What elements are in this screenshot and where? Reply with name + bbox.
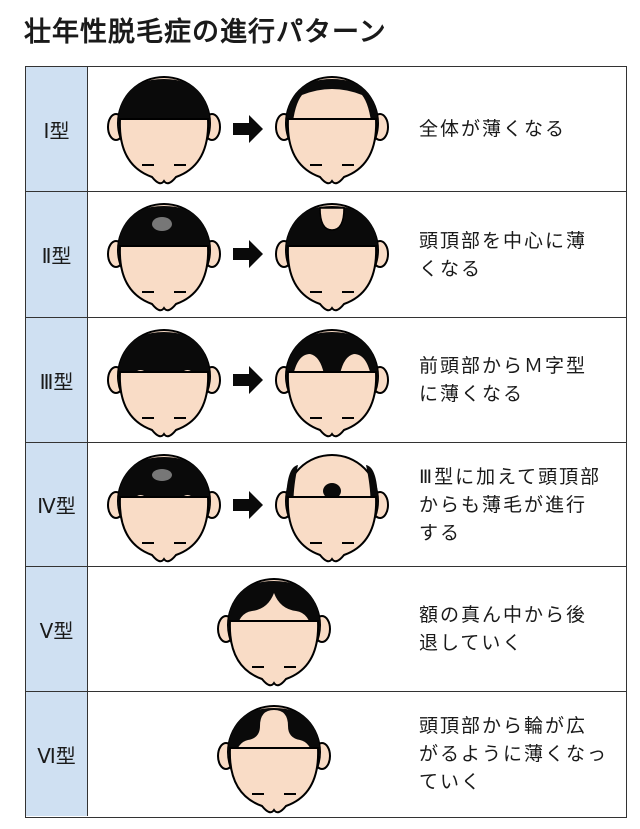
pattern-table: Ⅰ型 (25, 66, 627, 818)
head-before-icon (107, 76, 221, 185)
type-label: Ⅴ型 (26, 567, 88, 691)
head-after-icon (275, 454, 389, 563)
arrow-right-icon (233, 366, 263, 394)
table-row: Ⅲ型 前頭部からＭ字型 に薄くなる (26, 318, 626, 443)
table-row: Ⅱ型 (26, 192, 626, 318)
head-icon (217, 578, 331, 687)
head-before-icon (107, 329, 221, 438)
type-label: Ⅱ型 (26, 192, 88, 317)
description: 頭頂部を中心に薄 くなる (419, 229, 588, 280)
table-row: Ⅴ型 額の真ん中から後 退していく (26, 567, 626, 692)
table-row: Ⅰ型 (26, 67, 626, 192)
illustration (87, 443, 407, 566)
arrow-right-icon (233, 115, 263, 143)
illustration (87, 692, 407, 816)
arrow-right-icon (233, 240, 263, 268)
type-label: Ⅵ型 (26, 692, 88, 816)
description: Ⅲ型に加えて頭頂部 からも薄毛が進行 する (419, 465, 602, 544)
page-title: 壮年性脱毛症の進行パターン (24, 17, 387, 48)
head-after-icon (275, 203, 389, 312)
illustration (87, 567, 407, 691)
illustration (87, 318, 407, 442)
head-after-icon (275, 76, 389, 185)
head-after-icon (275, 329, 389, 438)
head-before-icon (107, 454, 221, 563)
description: 頭頂部から輪が広 がるように薄くなっ ていく (419, 715, 609, 793)
arrow-right-icon (233, 491, 263, 519)
type-label: Ⅲ型 (26, 318, 88, 442)
table-row: Ⅳ型 (26, 443, 626, 567)
description: 前頭部からＭ字型 に薄くなる (419, 355, 588, 405)
head-icon (217, 705, 331, 814)
illustration (87, 192, 407, 317)
table-row: Ⅵ型 頭頂部から輪が広 がるように薄くなっ ていく (26, 692, 626, 816)
type-label: Ⅰ型 (26, 67, 88, 191)
description: 全体が薄くなる (419, 118, 567, 140)
description: 額の真ん中から後 退していく (419, 604, 588, 654)
type-label: Ⅳ型 (26, 443, 88, 566)
head-before-icon (107, 203, 221, 312)
illustration (87, 67, 407, 191)
